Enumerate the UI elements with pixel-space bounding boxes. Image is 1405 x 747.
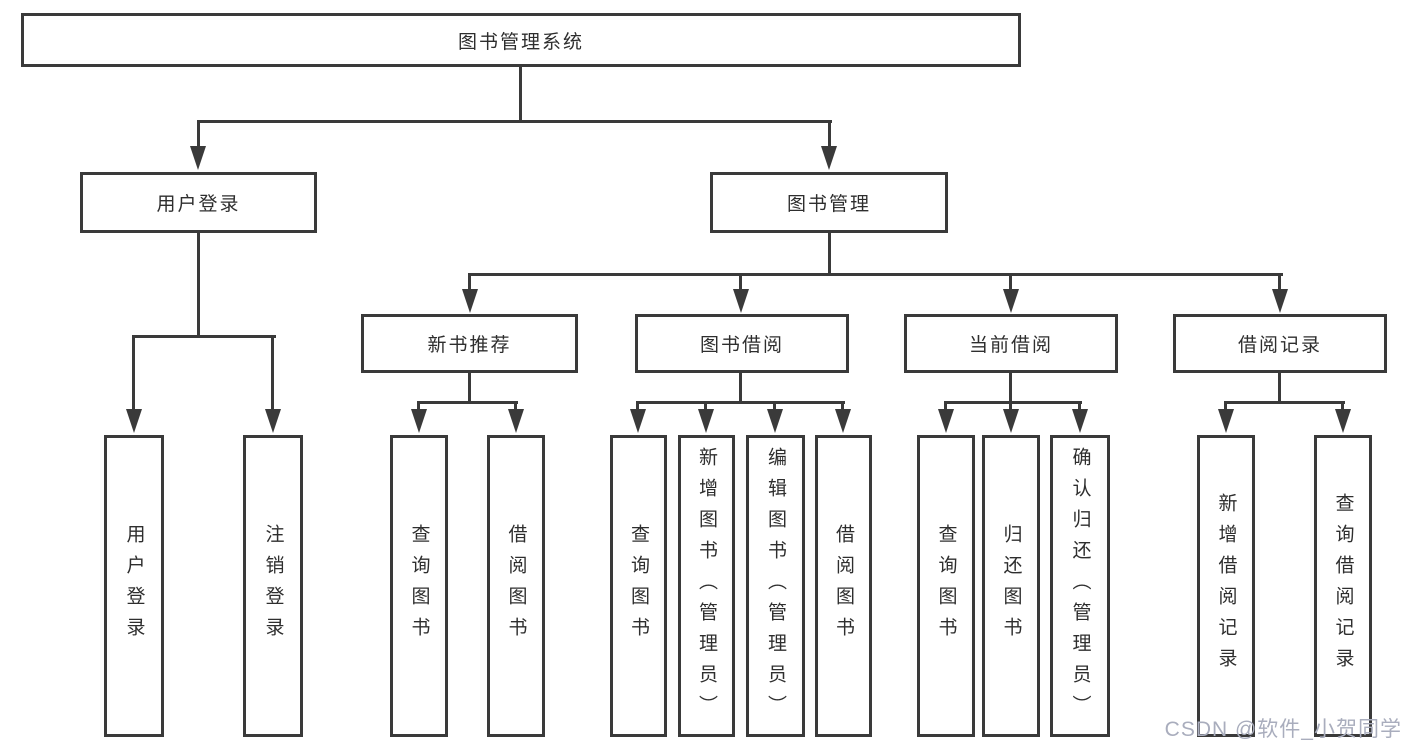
connector-line [197, 120, 832, 123]
connector-line [417, 401, 518, 404]
connector-line [828, 233, 831, 276]
leaf-query-books-borrow-label: 查询图书 [628, 524, 649, 648]
leaf-edit-book-admin-label: 编辑图书（管理员） [765, 446, 786, 726]
arrowhead-down-icon [630, 409, 646, 433]
arrowhead-down-icon [698, 409, 714, 433]
connector-line [636, 401, 845, 404]
node-book-borrow-label: 图书借阅 [699, 335, 784, 356]
watermark: CSDN @软件_小贺同学 [1164, 718, 1402, 741]
arrowhead-down-icon [767, 409, 783, 433]
connector-line [944, 401, 1082, 404]
node-current-borrow-label: 当前借阅 [968, 335, 1053, 356]
node-root: 图书管理系统 [21, 13, 1021, 67]
leaf-return-books: 归还图书 [982, 435, 1040, 737]
leaf-confirm-return-admin-label: 确认归还（管理员） [1069, 446, 1091, 726]
arrowhead-down-icon [1072, 409, 1088, 433]
arrowhead-down-icon [1272, 289, 1288, 313]
node-borrow-records-label: 借阅记录 [1237, 335, 1322, 356]
leaf-query-borrow-record-label: 查询借阅记录 [1332, 493, 1354, 679]
connector-line [739, 373, 742, 404]
connector-line [197, 233, 200, 338]
leaf-borrow-books-recommend-label: 借阅图书 [505, 524, 527, 648]
arrowhead-down-icon [938, 409, 954, 433]
leaf-confirm-return-admin: 确认归还（管理员） [1050, 435, 1110, 737]
connector-line [1009, 273, 1012, 301]
node-book-borrow: 图书借阅 [635, 314, 849, 373]
leaf-borrow-books-label: 借阅图书 [833, 524, 854, 648]
connector-line [271, 335, 274, 421]
leaf-user-login: 用户登录 [104, 435, 164, 737]
node-user-login-label: 用户登录 [156, 194, 241, 215]
leaf-query-books-recommend: 查询图书 [390, 435, 448, 737]
leaf-query-borrow-record: 查询借阅记录 [1314, 435, 1372, 737]
leaf-borrow-books: 借阅图书 [815, 435, 872, 737]
leaf-logout: 注销登录 [243, 435, 303, 737]
connector-line [468, 273, 471, 301]
node-borrow-records: 借阅记录 [1173, 314, 1387, 373]
arrowhead-down-icon [835, 409, 851, 433]
connector-line [197, 120, 200, 158]
leaf-query-books-current: 查询图书 [917, 435, 975, 737]
leaf-add-book-admin: 新增图书（管理员） [678, 435, 735, 737]
connector-line [828, 120, 831, 158]
arrowhead-down-icon [265, 409, 281, 433]
arrowhead-down-icon [462, 289, 478, 313]
arrowhead-down-icon [733, 289, 749, 313]
connector-line [519, 67, 522, 123]
node-new-book-recommend-label: 新书推荐 [427, 335, 512, 356]
leaf-add-book-admin-label: 新增图书（管理员） [696, 446, 717, 726]
leaf-edit-book-admin: 编辑图书（管理员） [746, 435, 805, 737]
arrowhead-down-icon [411, 409, 427, 433]
arrowhead-down-icon [126, 409, 142, 433]
node-new-book-recommend: 新书推荐 [361, 314, 578, 373]
connector-line [132, 335, 135, 421]
connector-line [1009, 373, 1012, 404]
arrowhead-down-icon [190, 146, 206, 170]
node-book-management: 图书管理 [710, 172, 948, 233]
leaf-logout-label: 注销登录 [262, 524, 284, 648]
leaf-return-books-label: 归还图书 [1000, 524, 1022, 648]
arrowhead-down-icon [1335, 409, 1351, 433]
node-user-login: 用户登录 [80, 172, 317, 233]
node-book-management-label: 图书管理 [786, 194, 871, 215]
connector-line [1278, 373, 1281, 404]
leaf-query-books-current-label: 查询图书 [935, 524, 957, 648]
connector-line [132, 335, 276, 338]
leaf-add-borrow-record-label: 新增借阅记录 [1215, 493, 1237, 679]
leaf-user-login-label: 用户登录 [123, 524, 145, 648]
connector-line [739, 273, 742, 301]
arrowhead-down-icon [508, 409, 524, 433]
leaf-query-books-recommend-label: 查询图书 [408, 524, 430, 648]
leaf-add-borrow-record: 新增借阅记录 [1197, 435, 1255, 737]
arrowhead-down-icon [1003, 289, 1019, 313]
node-current-borrow: 当前借阅 [904, 314, 1118, 373]
connector-line [1278, 273, 1281, 301]
connector-line [1224, 401, 1345, 404]
arrowhead-down-icon [1218, 409, 1234, 433]
arrowhead-down-icon [1003, 409, 1019, 433]
leaf-borrow-books-recommend: 借阅图书 [487, 435, 545, 737]
connector-line [468, 373, 471, 404]
connector-line [468, 273, 1283, 276]
node-root-label: 图书管理系统 [457, 31, 584, 53]
leaf-query-books-borrow: 查询图书 [610, 435, 667, 737]
arrowhead-down-icon [821, 146, 837, 170]
